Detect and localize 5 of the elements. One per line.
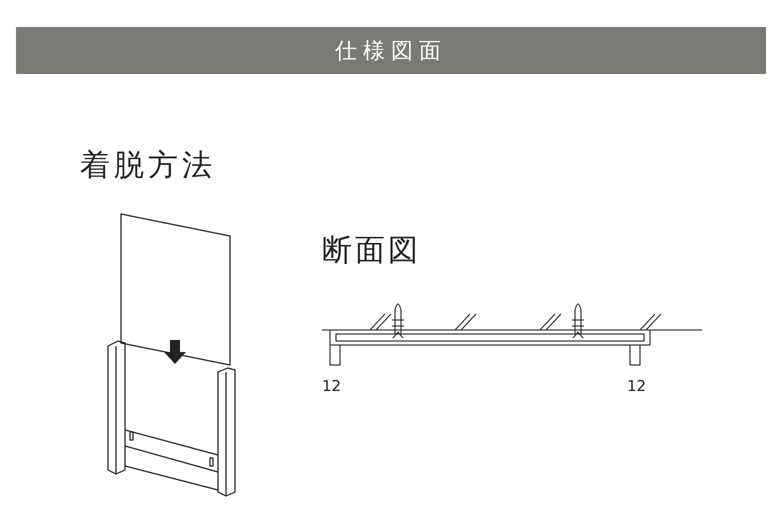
heading: 断面図 [322,232,421,270]
heading: 着脱方法 [80,147,216,185]
dimension-label: 12 [627,377,646,395]
title-bar: 仕様図面 [16,27,766,74]
dimension-label: 12 [322,377,342,395]
